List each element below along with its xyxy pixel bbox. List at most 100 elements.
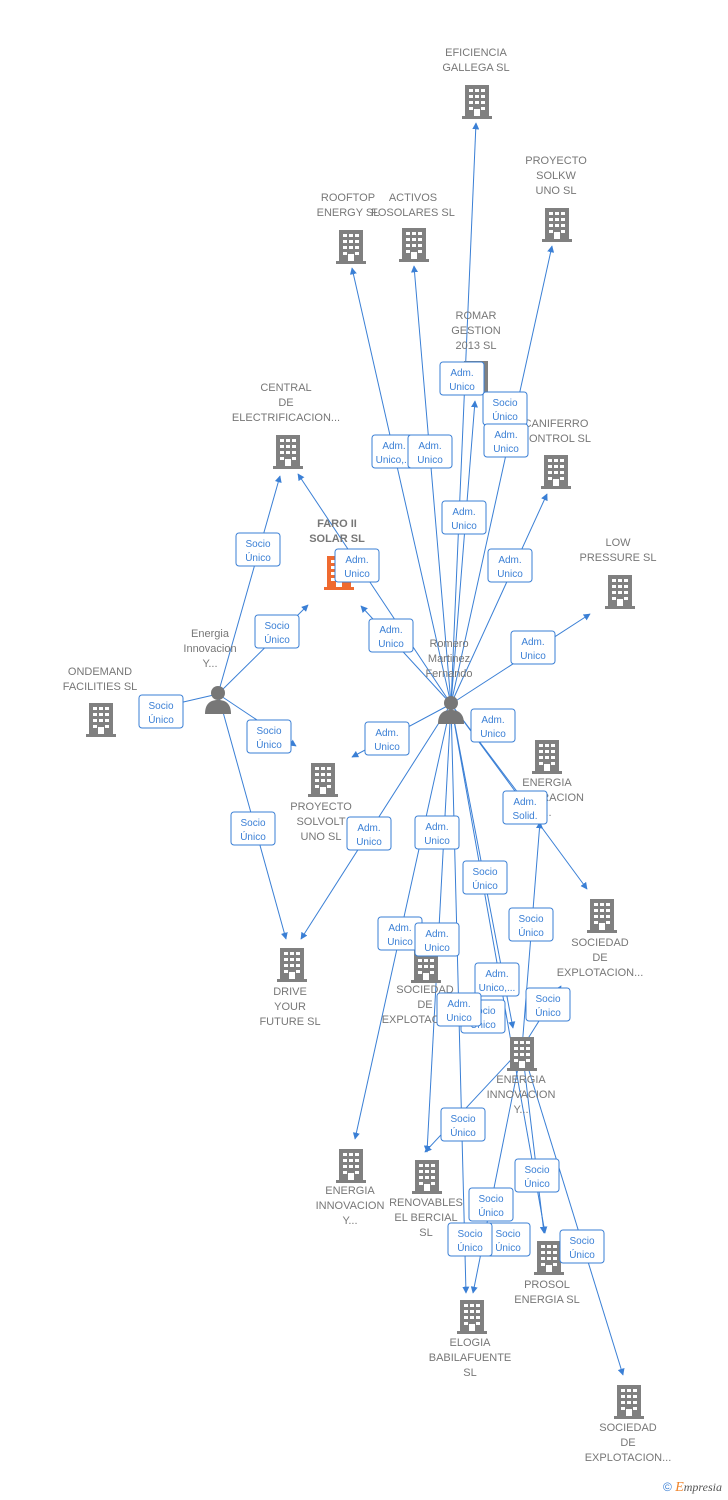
node-label-line: SL (419, 1227, 432, 1239)
relation-badge[interactable]: Adm.Unico (364, 721, 410, 756)
building-icon (457, 1300, 487, 1334)
node-label-line: EFICIENCIA (445, 47, 507, 59)
relation-text: Unico (344, 569, 370, 580)
edge-p_romero-to-central (297, 473, 452, 705)
relation-box (414, 815, 460, 850)
relation-badge[interactable]: Adm.Unico (436, 992, 482, 1027)
relation-box (407, 434, 453, 469)
relation-badge[interactable]: Adm.Unico (483, 423, 529, 458)
edge-p_romero-to-solkw (450, 245, 555, 705)
relation-text: Único (569, 1248, 595, 1261)
relation-box (447, 1222, 493, 1257)
relation-badge[interactable]: Adm.Unico (510, 630, 556, 665)
building-icon (86, 703, 116, 737)
relation-box (462, 860, 508, 895)
relation-text: Único (495, 1241, 521, 1254)
relation-text: Adm. (388, 923, 411, 934)
edge-p_romero-to-eficiencia (450, 122, 480, 705)
relation-badge[interactable]: Adm.Unico (470, 708, 516, 743)
node-p_energia[interactable]: EnergiaInnovacionY... (183, 628, 237, 714)
relation-text: Unico (493, 444, 519, 455)
relation-badge[interactable]: Adm.Unico (346, 816, 392, 851)
node-label-line: PRESSURE SL (579, 552, 656, 564)
relation-box (138, 694, 184, 729)
building-icon (308, 763, 338, 797)
node-label-line: DE (620, 1437, 635, 1449)
node-label-line: GALLEGA SL (442, 62, 509, 74)
node-label-line: FACILITIES SL (63, 681, 138, 693)
node-central[interactable]: CENTRALDEELECTRIFICACION... (232, 382, 340, 469)
relation-text: Único (148, 713, 174, 726)
relation-badge[interactable]: Adm.Unico (414, 922, 460, 957)
node-energia_inn1[interactable]: ENERGIAINNOVACIONY... (487, 1037, 556, 1116)
relation-text: Unico (374, 742, 400, 753)
relation-badge[interactable]: Adm.Unico (487, 548, 533, 583)
relation-text: Único (472, 879, 498, 892)
node-eficiencia[interactable]: EFICIENCIA GALLEGA SL (442, 47, 510, 119)
relation-badge[interactable]: Adm.Unico (414, 815, 460, 850)
building-icon (507, 1037, 537, 1071)
node-label-line: Fernando (425, 668, 472, 680)
relation-badge[interactable]: Adm.Unico (439, 361, 485, 396)
relation-badge[interactable]: Adm.Unico,... (474, 962, 520, 997)
building-icon (412, 1160, 442, 1194)
node-label-line: ELOGIA (450, 1337, 492, 1349)
node-label-line: ACTIVOS (389, 192, 437, 204)
building-icon (336, 230, 366, 264)
building-icon (541, 455, 571, 489)
node-label-line: INNOVACION (316, 1200, 385, 1212)
relation-box (368, 618, 414, 653)
node-label-line: FARO II (317, 518, 357, 530)
relation-badge[interactable]: Adm.Unico (334, 548, 380, 583)
relation-text: Unico (520, 651, 546, 662)
relation-text: Unico,... (376, 455, 413, 466)
node-soc_exp3[interactable]: SOCIEDADDEEXPLOTACION... (585, 1385, 672, 1464)
relation-text: Adm. (450, 368, 473, 379)
relation-text: Unico (446, 1013, 472, 1024)
relation-badge[interactable]: Adm.Unico (368, 618, 414, 653)
node-label-line: UNO SL (536, 185, 577, 197)
node-label-line: Y... (342, 1215, 357, 1227)
node-soc_exp1[interactable]: SOCIEDADDEEXPLOTACION... (557, 899, 644, 979)
node-energia_inn2[interactable]: ENERGIAINNOVACIONY... (316, 1149, 385, 1227)
relation-badge[interactable]: Adm.Unico (407, 434, 453, 469)
relation-badge[interactable]: Adm.Solid. (502, 790, 548, 825)
relation-text: Socio (472, 867, 497, 878)
node-label-line: EL BERCIAL (394, 1212, 457, 1224)
relation-text: Socio (256, 726, 281, 737)
relation-text: Adm. (379, 625, 402, 636)
relation-text: Unico (417, 455, 443, 466)
relation-box (246, 719, 292, 754)
relation-badge[interactable]: Adm.Unico (441, 500, 487, 535)
relation-text: Unico (424, 836, 450, 847)
